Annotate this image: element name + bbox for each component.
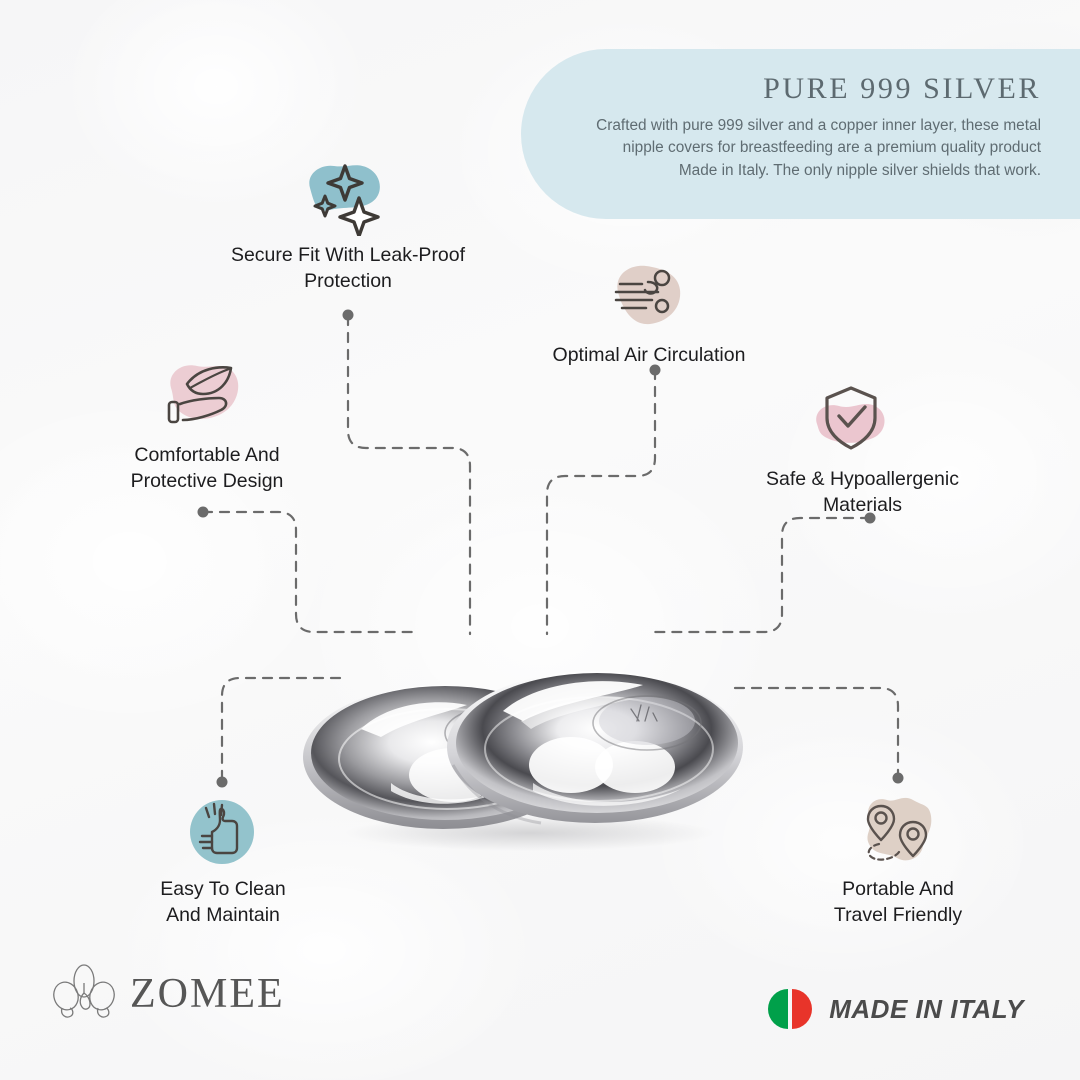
feature-hypoallergenic-label: Safe & Hypoallergenic Materials — [725, 466, 1000, 519]
made-in-italy-label: MADE IN ITALY — [829, 993, 1024, 1024]
label-line-1: Easy To Clean — [160, 878, 286, 900]
label-line-1: Safe & Hypoallergenic — [766, 468, 959, 490]
wind-icon — [602, 258, 694, 336]
brand-name: ZOMEE — [130, 971, 285, 1017]
made-in-italy-badge: MADE IN ITALY — [767, 986, 1024, 1032]
banner-description: Crafted with pure 999 silver and a coppe… — [596, 117, 1041, 179]
feature-air-circulation: Optimal Air Circulation — [534, 258, 764, 368]
feature-portable-travel-label: Portable And Travel Friendly — [773, 876, 1023, 929]
feature-easy-clean: Easy To Clean And Maintain — [98, 792, 348, 929]
banner-title: PURE 999 SILVER — [763, 72, 1041, 105]
header-banner: PURE 999 SILVER Crafted with pure 999 si… — [521, 49, 1080, 219]
italy-flag-icon — [768, 989, 813, 1029]
label-line-2: Travel Friendly — [833, 904, 963, 927]
label-line-1: Optimal Air Circulation — [552, 344, 746, 366]
feature-easy-clean-label: Easy To Clean And Maintain — [98, 876, 348, 929]
feature-comfortable-design: Comfortable And Protective Design — [57, 358, 357, 495]
brand-logo: ZOMEE — [52, 963, 285, 1025]
thumbs-up-icon — [176, 792, 268, 870]
feature-comfortable-design-label: Comfortable And Protective Design — [57, 442, 357, 495]
feature-secure-fit-label: Secure Fit With Leak-Proof Protection — [198, 242, 498, 295]
label-line-2: Protection — [304, 270, 392, 293]
feature-air-circulation-label: Optimal Air Circulation — [534, 342, 764, 368]
shield-check-icon — [805, 382, 897, 460]
orchid-flower-icon — [53, 964, 115, 1018]
label-line-1: Secure Fit With Leak-Proof — [230, 244, 466, 266]
label-line-2: Materials — [822, 494, 903, 517]
product-image — [303, 671, 743, 851]
feature-portable-travel: Portable And Travel Friendly — [773, 792, 1023, 929]
hand-leaf-icon — [157, 358, 249, 436]
feature-hypoallergenic: Safe & Hypoallergenic Materials — [725, 382, 1000, 519]
label-line-2: And Maintain — [166, 904, 280, 927]
feature-secure-fit: Secure Fit With Leak-Proof Protection — [198, 158, 498, 295]
map-pins-icon — [851, 792, 943, 870]
label-line-1: Portable And — [842, 878, 954, 900]
sparkles-icon — [300, 158, 392, 236]
label-line-2: Protective Design — [130, 470, 284, 493]
label-line-1: Comfortable And — [134, 444, 280, 466]
